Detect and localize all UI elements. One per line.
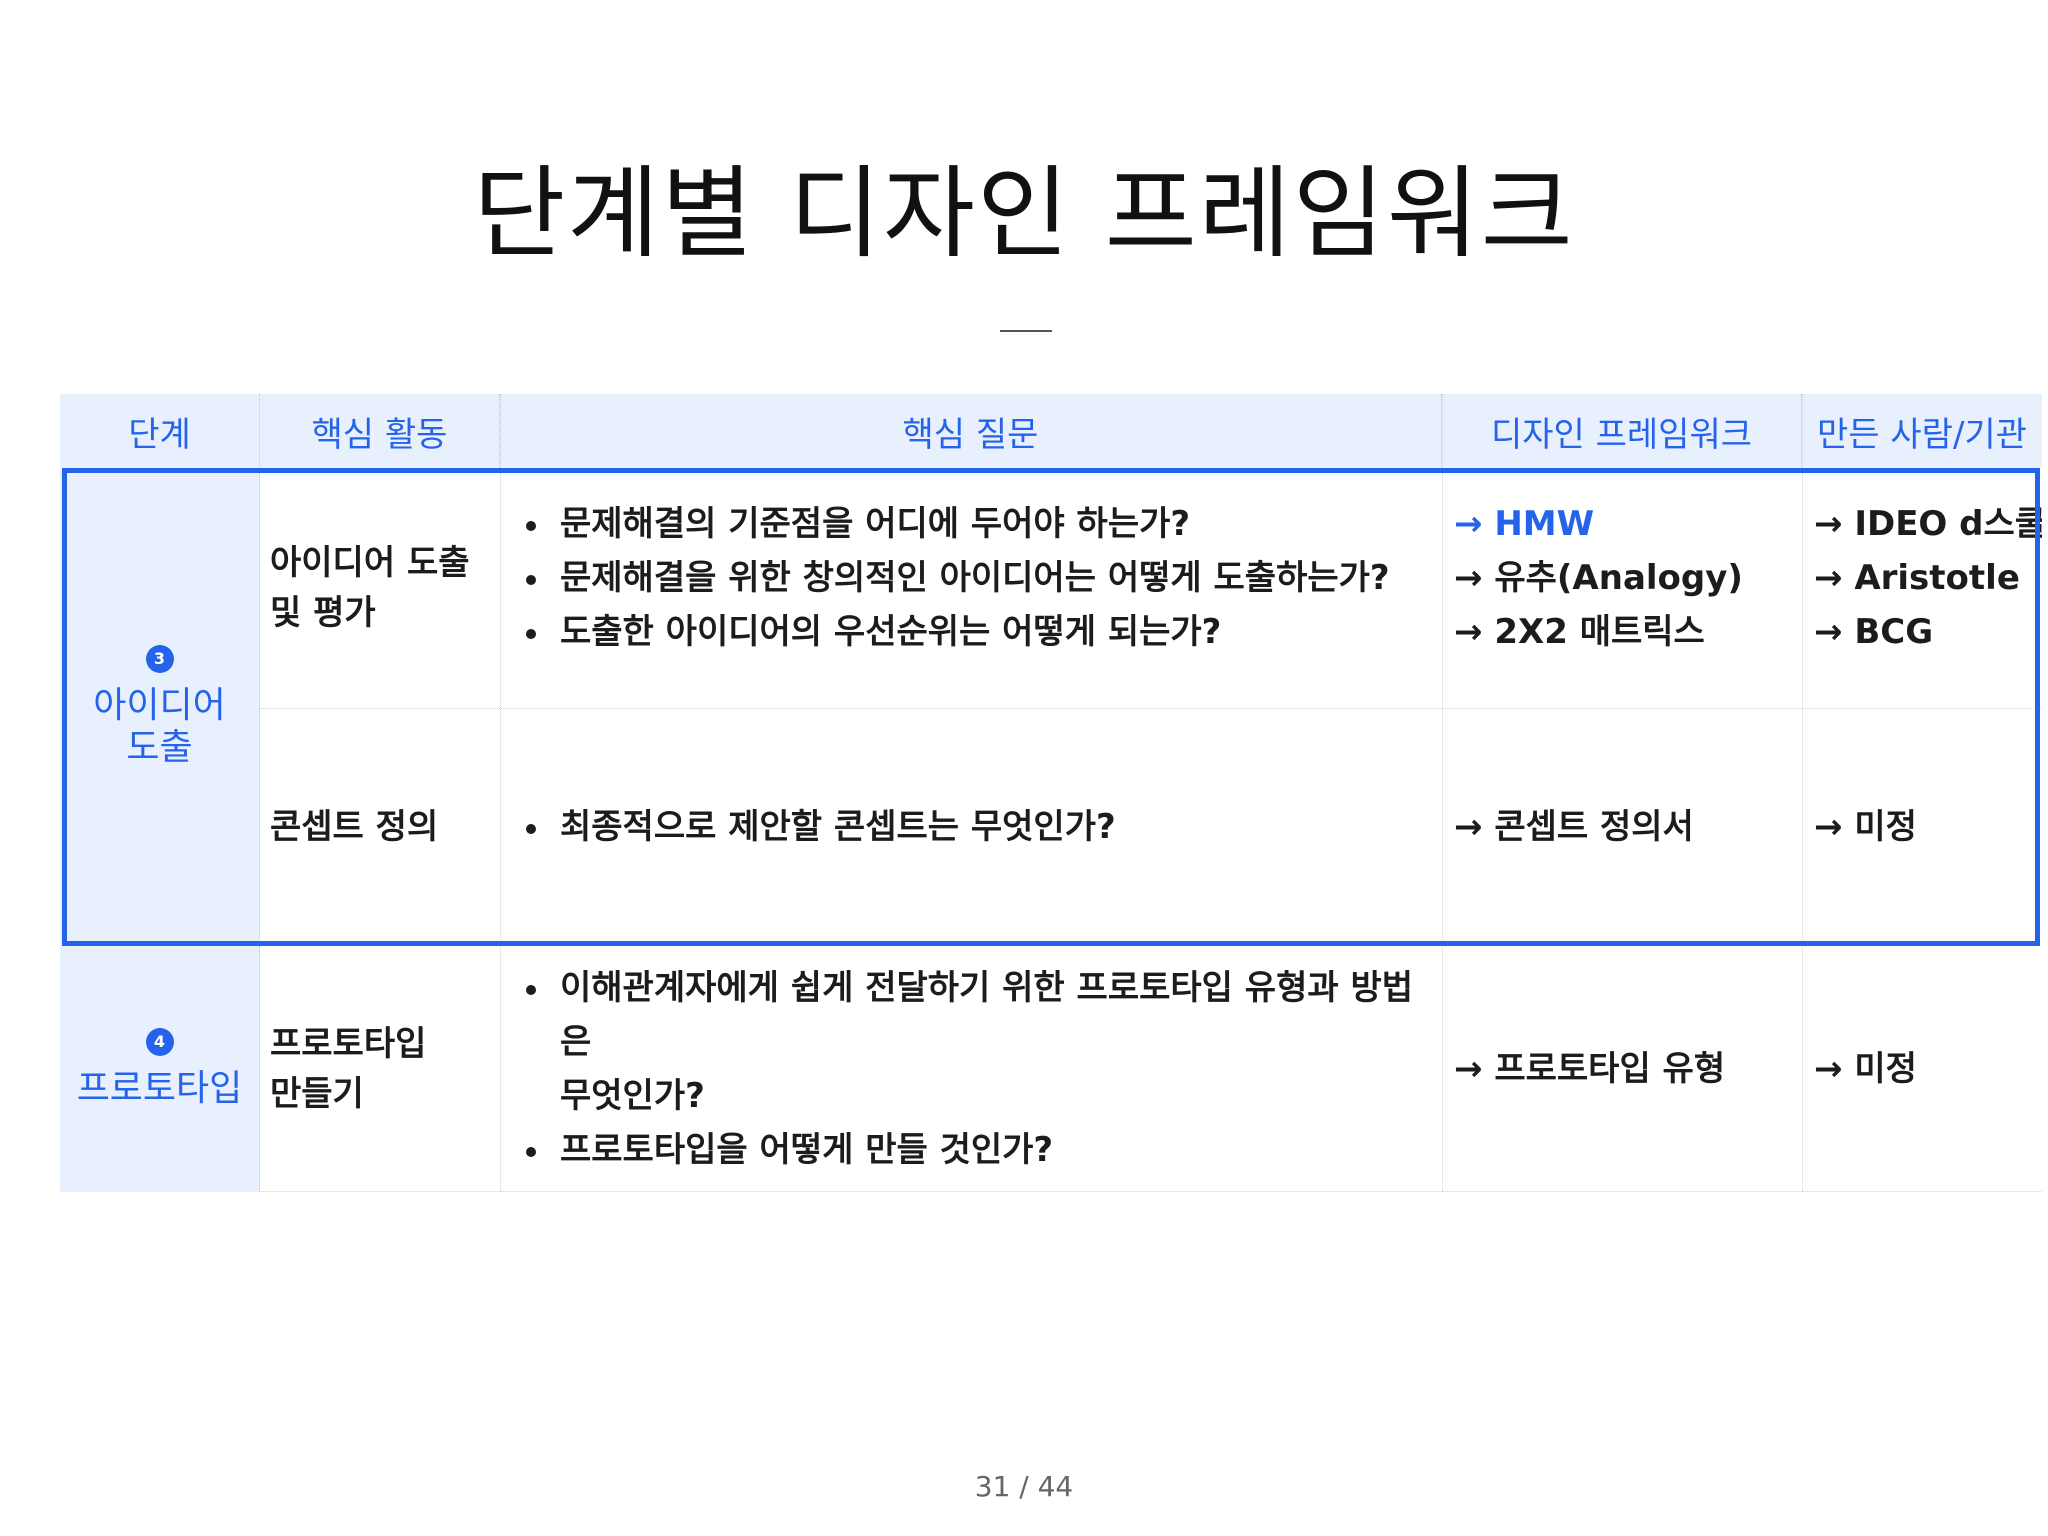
column-divider	[1442, 394, 1443, 1192]
activity-label: 아이디어 도출	[270, 543, 470, 583]
stage-name: 도출	[126, 727, 193, 768]
activity-label: 만들기	[270, 1074, 364, 1114]
question-text: 이해관계자에게 쉽게 전달하기 위한 프로토타입 유형과 방법은	[560, 968, 1414, 1062]
question-text: 최종적으로 제안할 콘셉트는 무엇인가?	[560, 807, 1116, 847]
stage-cell-idea: 3 아이디어 도출	[60, 468, 260, 946]
question-item: 최종적으로 제안할 콘셉트는 무엇인가?	[518, 800, 1442, 854]
column-divider	[500, 394, 501, 1192]
questions-cell: 이해관계자에게 쉽게 전달하기 위한 프로토타입 유형과 방법은 무엇인가? 프…	[500, 946, 1442, 1192]
maker-item: → BCG	[1814, 612, 1934, 652]
question-text: 문제해결을 위한 창의적인 아이디어는 어떻게 도출하는가?	[560, 558, 1390, 598]
activity-cell: 프로토타입 만들기	[260, 946, 500, 1192]
framework-table: 단계 핵심 활동 핵심 질문 디자인 프레임워크 만든 사람/기관 3 아이디어…	[60, 394, 2042, 1192]
framework-cell: → 콘셉트 정의서	[1442, 708, 1802, 946]
question-item: 문제해결의 기준점을 어디에 두어야 하는가?	[518, 497, 1442, 551]
maker-item: → Aristotle	[1814, 558, 2020, 598]
maker-item: → 미정	[1814, 807, 1917, 847]
activity-cell: 콘셉트 정의	[260, 708, 500, 946]
question-item: 프로토타입을 어떻게 만들 것인가?	[518, 1123, 1442, 1177]
activity-label: 및 평가	[270, 593, 376, 633]
framework-cell: → 프로토타입 유형	[1442, 946, 1802, 1192]
maker-cell: → 미정	[1802, 708, 2042, 946]
question-item: 문제해결을 위한 창의적인 아이디어는 어떻게 도출하는가?	[518, 551, 1442, 605]
slide-title: 단계별 디자인 프레임워크	[473, 155, 1575, 272]
activity-label: 콘셉트 정의	[270, 807, 439, 847]
stage-number-badge: 4	[145, 1028, 174, 1056]
header-stage: 단계	[60, 394, 260, 468]
question-item: 도출한 아이디어의 우선순위는 어떻게 되는가?	[518, 605, 1442, 659]
stage-name: 아이디어	[93, 685, 226, 726]
stage-name: 프로토타입	[76, 1068, 243, 1109]
framework-item: → 프로토타입 유형	[1454, 1049, 1726, 1089]
maker-item: → 미정	[1814, 1049, 1917, 1089]
page-indicator: 31 / 44	[974, 1470, 1074, 1503]
header-activity: 핵심 활동	[260, 394, 500, 468]
framework-item: → 2X2 매트릭스	[1454, 612, 1705, 652]
question-item: 이해관계자에게 쉽게 전달하기 위한 프로토타입 유형과 방법은 무엇인가?	[518, 961, 1442, 1123]
questions-cell: 문제해결의 기준점을 어디에 두어야 하는가? 문제해결을 위한 창의적인 아이…	[500, 468, 1442, 688]
maker-cell: → 미정	[1802, 946, 2042, 1192]
framework-item: → HMW	[1454, 504, 1595, 544]
questions-cell: 최종적으로 제안할 콘셉트는 무엇인가?	[500, 708, 1442, 946]
header-framework: 디자인 프레임워크	[1442, 394, 1802, 468]
activity-label: 프로토타입	[270, 1024, 427, 1064]
question-text: 도출한 아이디어의 우선순위는 어떻게 되는가?	[560, 612, 1222, 652]
stage-number-badge: 3	[145, 645, 174, 673]
framework-item: → 콘셉트 정의서	[1454, 807, 1694, 847]
header-maker: 만든 사람/기관	[1802, 394, 2042, 468]
maker-cell: → IDEO d스쿨 → Aristotle → BCG	[1802, 468, 2042, 688]
row-divider	[260, 708, 2042, 709]
question-text: 프로토타입을 어떻게 만들 것인가?	[560, 1130, 1054, 1170]
maker-item: → IDEO d스쿨	[1814, 504, 2042, 544]
column-divider	[1802, 394, 1803, 1192]
title-divider	[1000, 330, 1052, 332]
header-questions: 핵심 질문	[500, 394, 1442, 468]
question-text: 문제해결의 기준점을 어디에 두어야 하는가?	[560, 504, 1191, 544]
stage-cell-prototype: 4 프로토타입	[60, 946, 260, 1192]
activity-cell: 아이디어 도출 및 평가	[260, 468, 500, 708]
question-text: 무엇인가?	[560, 1076, 705, 1116]
framework-cell: → HMW → 유추(Analogy) → 2X2 매트릭스	[1442, 468, 1802, 688]
table-bottom-line	[60, 1191, 2042, 1192]
framework-item: → 유추(Analogy)	[1454, 558, 1743, 598]
